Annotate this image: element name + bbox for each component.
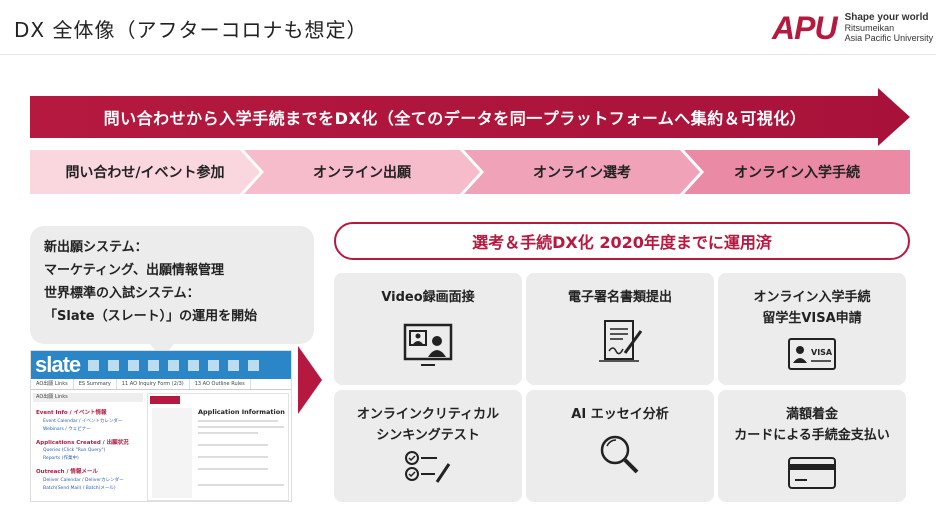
slate-tab: 11 AO Inquiry Form (2/3) (117, 379, 190, 389)
slate-gear-icon (248, 359, 260, 371)
slate-link: Deliver Calendar / Deliverカレンダー (43, 478, 124, 483)
slate-tab: AO出願 Links (31, 379, 74, 389)
dx-banner-arrow: 問い合わせから入学手続までをDX化（全てのデータを同一プラットフォームへ集約＆可… (30, 88, 910, 146)
slate-tab: ES Summary (74, 379, 117, 389)
intro-line-2: マーケティング、出願情報管理 (44, 263, 225, 278)
card-label: Video録画面接 (381, 290, 475, 305)
slate-links-panel: AO出願 Links Event Info / イベント情報 Event Cal… (33, 393, 143, 491)
card-critical-thinking-test: オンラインクリティカル シンキングテスト (334, 390, 522, 502)
slate-panel-title: AO出願 Links (33, 393, 143, 402)
slate-form-sidebar (152, 408, 192, 498)
checklist-icon (405, 451, 451, 483)
banner-arrow-shape (30, 88, 910, 146)
page-title: DX 全体像（アフターコロナも想定） (14, 18, 368, 42)
card-label: 満額着金 カードによる手続金支払い (734, 407, 890, 443)
dx-status-pill: 選考＆手続DX化 2020年度までに運用済 (334, 222, 910, 260)
slate-screenshot: slate AO出願 Links ES Summary 11 AO Inquir… (30, 350, 292, 502)
step-online-enrollment: オンライン入学手続 (684, 150, 910, 194)
slate-section-title: Applications Created / 出願状況 (36, 440, 129, 446)
signed-document-icon (599, 320, 643, 362)
logo-org-line2: Asia Pacific University (844, 33, 934, 43)
slate-form-line (198, 426, 284, 428)
slate-home-icon (88, 359, 100, 371)
apu-logo: APU Shape your world Ritsumeikan Asia Pa… (772, 12, 933, 44)
slate-link: Event Calendar / イベントカレンダー (43, 419, 123, 424)
slate-tabs: AO出願 Links ES Summary 11 AO Inquiry Form… (31, 379, 291, 390)
card-label: AI エッセイ分析 (571, 407, 669, 422)
slate-apu-header (150, 396, 180, 404)
step-online-application: オンライン出願 (244, 150, 480, 194)
step-online-selection: オンライン選考 (464, 150, 700, 194)
logo-text: Shape your world Ritsumeikan Asia Pacifi… (844, 12, 934, 44)
visa-card-text: VISA (811, 348, 833, 357)
slate-section-title: Event Info / イベント情報 (36, 410, 107, 416)
card-card-payment: 満額着金 カードによる手続金支払い (718, 390, 906, 502)
right-arrow-icon (298, 346, 322, 414)
slate-megaphone-icon (148, 359, 160, 371)
slate-link: Queries (Click "Run Query") (43, 448, 106, 453)
slate-intro-box: 新出願システム： マーケティング、出願情報管理 世界標準の入試システム： 「Sl… (30, 226, 314, 358)
slate-records-icon (108, 359, 120, 371)
slate-grid-icon (208, 359, 220, 371)
card-label: オンラインクリティカル シンキングテスト (356, 407, 500, 443)
logo-mark: APU (772, 10, 838, 46)
slate-form-line (198, 484, 284, 486)
card-online-enrollment-visa: オンライン入学手続 留学生VISA申請 VISA (718, 273, 906, 385)
step-inquiry-event: 問い合わせ/イベント参加 (30, 150, 260, 194)
slate-form-line (198, 444, 268, 446)
banner-text: 問い合わせから入学手続までをDX化（全てのデータを同一プラットフォームへ集約＆可… (103, 109, 807, 128)
slate-inbox-icon (128, 359, 140, 371)
slate-form-line (198, 432, 258, 434)
slate-application-panel: Application Information (147, 393, 289, 501)
slate-people-icon (168, 359, 180, 371)
magnifier-icon (600, 435, 639, 474)
logo-tagline: Shape your world (844, 12, 929, 23)
card-label: 電子署名書類提出 (567, 290, 672, 305)
slate-link: Webinars / ウェビナー (43, 427, 91, 432)
card-ai-essay-analysis: AI エッセイ分析 (526, 390, 714, 502)
video-interview-icon (403, 323, 453, 366)
card-video-interview: Video録画面接 (334, 273, 522, 385)
slate-app-title: Application Information (198, 408, 285, 416)
slate-link: Reports (作業中) (43, 456, 79, 461)
slate-section-title: Outreach / 情報メール (36, 469, 98, 475)
credit-card-icon (788, 457, 836, 489)
slate-tab: 13 AO Outline Rules (190, 379, 251, 389)
slate-topbar: slate (31, 351, 291, 379)
logo-org-line1: Ritsumeikan (844, 23, 895, 33)
slate-form-line (198, 420, 278, 422)
slate-list-icon (228, 359, 240, 371)
card-label: オンライン入学手続 留学生VISA申請 (753, 290, 871, 326)
slate-form-line (198, 456, 268, 458)
slate-form-line (198, 468, 268, 470)
slate-calendar-icon (188, 359, 200, 371)
intro-line-1: 新出願システム： (44, 240, 148, 255)
card-esign-documents: 電子署名書類提出 (526, 273, 714, 385)
intro-line-4: 「Slate（スレート）」の運用を開始 (44, 309, 258, 324)
slate-link: Batch(Send Mail) / Batch(メール) (43, 486, 116, 491)
process-steps: 問い合わせ/イベント参加 オンライン出願 オンライン選考 オンライン入学手続 (30, 150, 910, 194)
visa-card-icon: VISA (788, 338, 836, 370)
slate-toolbar-icons (88, 359, 268, 371)
intro-line-3: 世界標準の入試システム： (44, 286, 200, 301)
slate-logo: slate (35, 352, 81, 377)
header-divider (0, 54, 936, 55)
